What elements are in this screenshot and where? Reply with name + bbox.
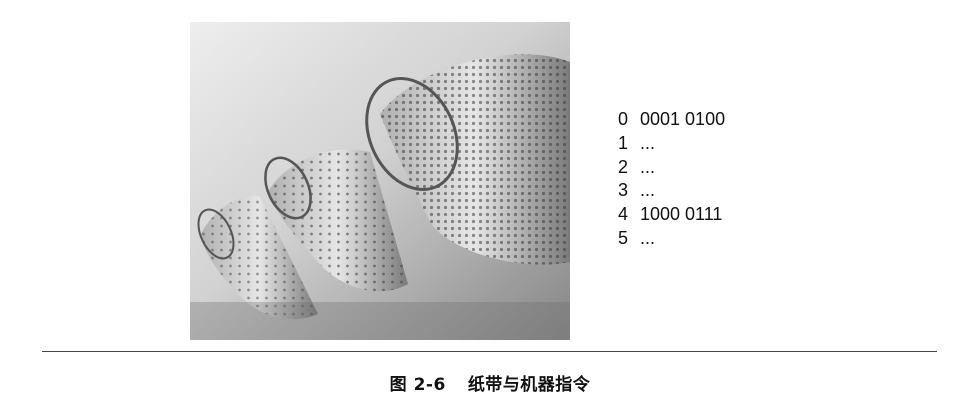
instruction-value: ... <box>640 227 656 248</box>
instruction-row: 2 ... <box>618 156 725 180</box>
instruction-row: 5 ... <box>618 227 725 251</box>
instruction-value: 1000 0111 <box>640 204 723 225</box>
instruction-address: 2 <box>618 156 629 177</box>
instruction-value: ... <box>640 132 656 153</box>
figure-divider <box>42 351 937 352</box>
instruction-row: 3 ... <box>618 179 725 203</box>
instruction-row: 0 0001 0100 <box>618 108 725 132</box>
instruction-address: 5 <box>618 227 629 248</box>
instruction-address: 4 <box>618 204 629 225</box>
figure-caption: 图 2-6 纸带与机器指令 <box>0 370 980 395</box>
figure-number: 图 2-6 <box>389 375 446 395</box>
instruction-address: 1 <box>618 132 629 153</box>
figure-caption-text: 纸带与机器指令 <box>467 375 591 395</box>
instruction-value: ... <box>640 156 656 177</box>
instruction-value: 0001 0100 <box>640 109 726 129</box>
paper-tape-illustration <box>190 22 570 340</box>
instruction-address: 0 <box>618 109 629 129</box>
instruction-row: 4 1000 0111 <box>618 203 725 227</box>
instruction-value: ... <box>640 180 656 201</box>
instruction-address: 3 <box>618 180 629 201</box>
paper-tape-photo <box>190 22 570 340</box>
machine-instruction-list: 0 0001 0100 1 ... 2 ... 3 ... 4 1000 011… <box>618 108 725 251</box>
instruction-row: 1 ... <box>618 132 725 156</box>
